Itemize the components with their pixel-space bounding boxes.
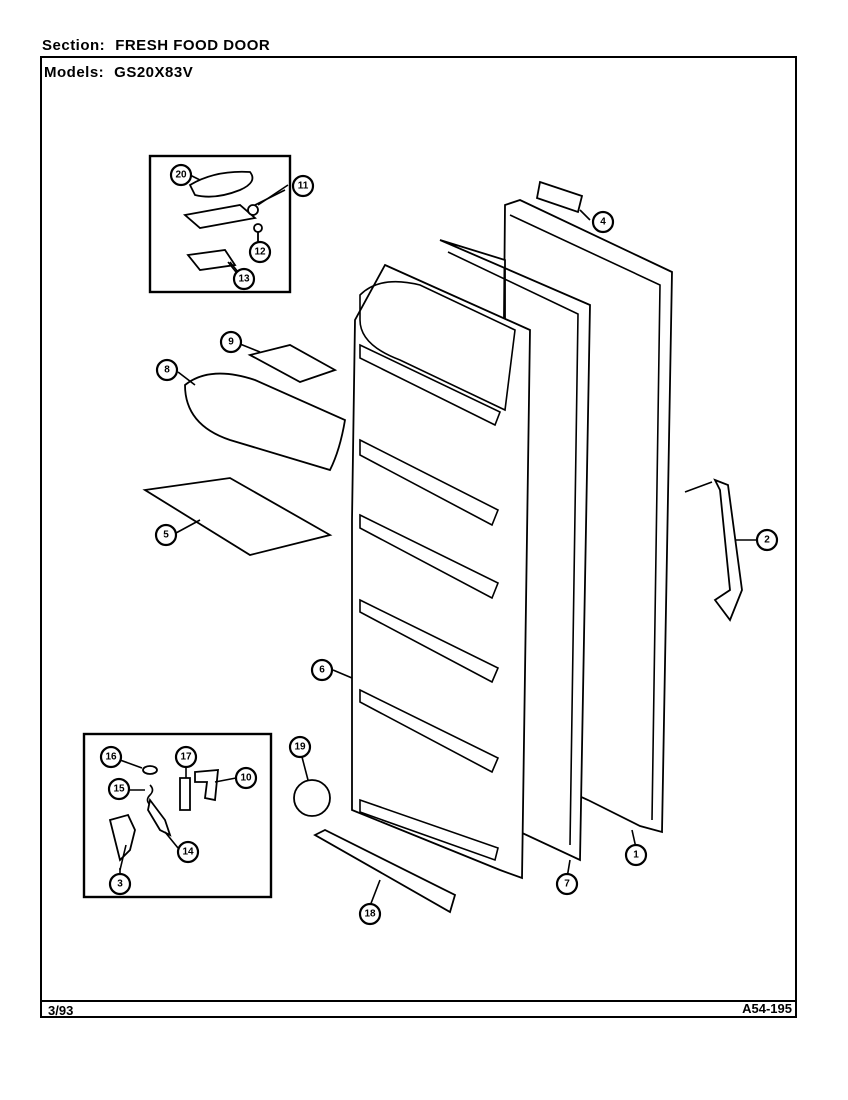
door-trim-strip: [313, 828, 457, 914]
small-parts-inset: [82, 732, 273, 899]
callout-16: 16: [99, 745, 123, 769]
egg-tray: [142, 477, 333, 556]
callout-1: 1: [624, 843, 648, 867]
callout-15: 15: [107, 777, 131, 801]
callout-20: 20: [169, 163, 193, 187]
callout-4: 4: [591, 210, 615, 234]
callout-9: 9: [219, 330, 243, 354]
callout-10: 10: [234, 766, 258, 790]
callout-11: 11: [291, 174, 315, 198]
callout-19: 19: [288, 735, 312, 759]
svg-text:13: 13: [238, 274, 250, 285]
dairy-label: [247, 344, 338, 383]
models-label: Models:: [44, 64, 105, 81]
svg-text:3: 3: [117, 879, 123, 890]
svg-text:9: 9: [228, 337, 234, 348]
svg-text:19: 19: [294, 742, 306, 753]
svg-text:11: 11: [298, 181, 309, 192]
svg-text:14: 14: [182, 847, 194, 858]
callout-7: 7: [555, 872, 579, 896]
svg-text:4: 4: [600, 217, 606, 228]
callout-8: 8: [155, 358, 179, 382]
callout-17: 17: [174, 745, 198, 769]
diagram-frame: [40, 56, 797, 1018]
date-code: 3/93: [48, 1003, 74, 1018]
callout-6: 6: [310, 658, 334, 682]
document-code: A54-195: [742, 1001, 792, 1016]
svg-text:2: 2: [764, 535, 770, 546]
door-handle: [713, 478, 743, 622]
callout-5: 5: [154, 523, 178, 547]
svg-text:8: 8: [164, 365, 170, 376]
svg-text:15: 15: [113, 784, 125, 795]
callout-numbers: 20 11 12 13 4 9 8 5 2 6 16 17 10 15 14 3…: [99, 163, 779, 926]
svg-text:7: 7: [564, 879, 570, 890]
callout-14: 14: [176, 840, 200, 864]
dairy-door: [184, 372, 347, 472]
callout-2: 2: [755, 528, 779, 552]
hinge-parts-inset: [148, 154, 292, 294]
models-value: GS20X83V: [114, 64, 194, 81]
models-heading: Models: GS20X83V: [44, 64, 193, 81]
svg-text:16: 16: [105, 752, 117, 763]
callout-12: 12: [248, 240, 272, 264]
svg-text:17: 17: [180, 752, 192, 763]
svg-text:10: 10: [240, 773, 252, 784]
callout-18: 18: [358, 902, 382, 926]
svg-text:20: 20: [175, 170, 187, 181]
inner-door-liner: [351, 263, 531, 880]
section-heading: Section: FRESH FOOD DOOR: [42, 37, 270, 54]
svg-text:18: 18: [364, 909, 376, 920]
svg-text:6: 6: [319, 665, 325, 676]
door-cam: [293, 779, 331, 817]
svg-text:1: 1: [633, 850, 639, 861]
callout-13: 13: [232, 267, 256, 291]
svg-text:5: 5: [163, 530, 169, 541]
footer-divider: [40, 1000, 797, 1002]
section-label: Section:: [42, 37, 106, 54]
callout-3: 3: [108, 872, 132, 896]
section-value: FRESH FOOD DOOR: [115, 37, 271, 54]
svg-text:12: 12: [254, 247, 266, 258]
